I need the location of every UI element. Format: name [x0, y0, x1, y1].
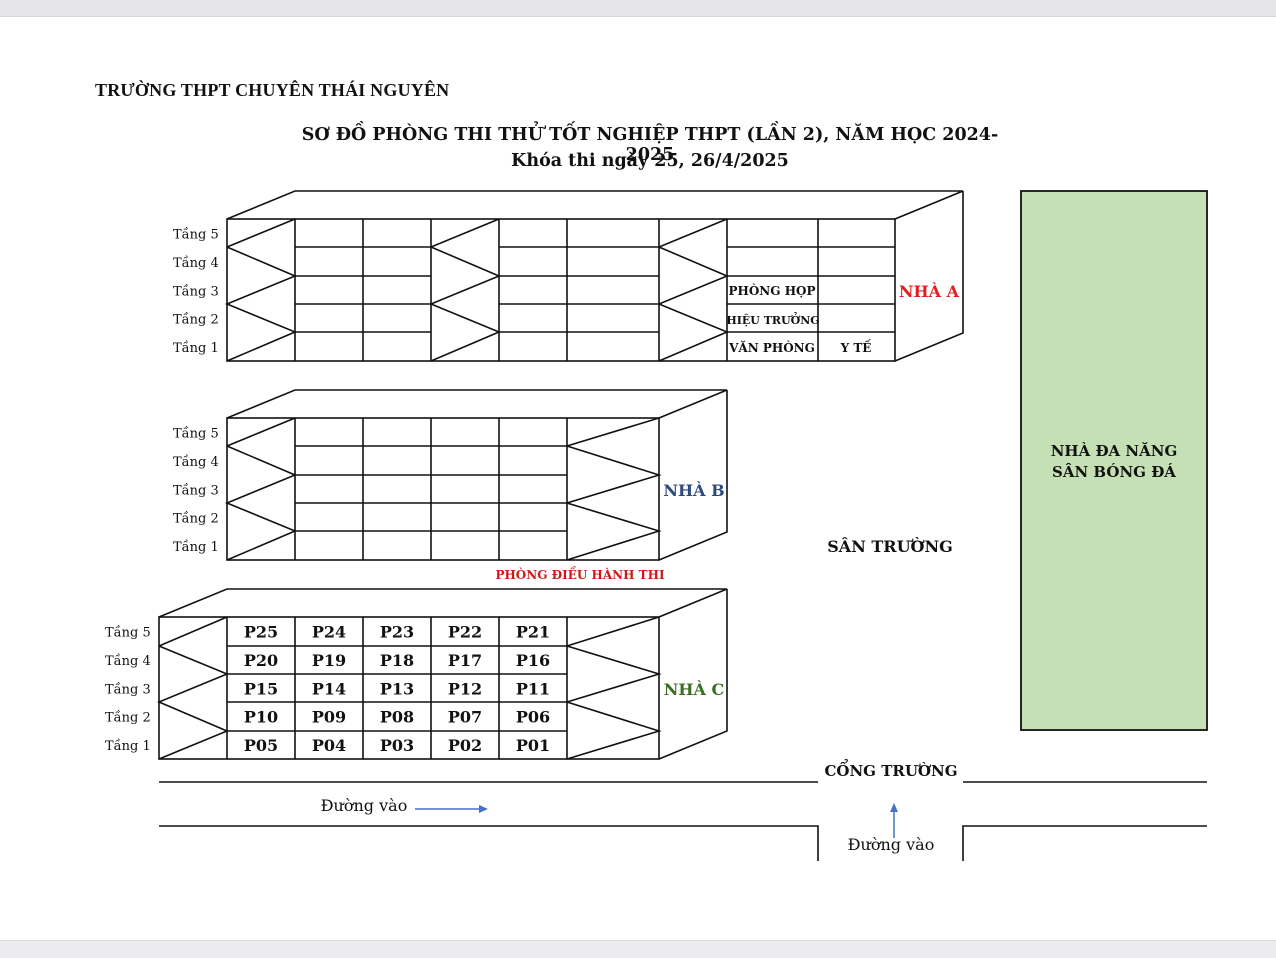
room-y-te: Y TẾ [840, 338, 872, 355]
exam-room: P01 [516, 736, 550, 755]
map-title: SƠ ĐỒ PHÒNG THI THỬ TỐT NGHIỆP THPT (LẦN… [301, 125, 999, 165]
floor-label: Tầng 3 [105, 681, 151, 697]
exam-room: P23 [380, 623, 414, 642]
exam-office-label: PHÒNG ĐIỀU HÀNH THI [495, 565, 665, 582]
room-phong-hop: PHÒNG HỌP [728, 282, 815, 298]
floor-label: Tầng 2 [105, 710, 151, 726]
floor-label: Tầng 4 [105, 653, 151, 669]
floor-label: Tầng 1 [105, 738, 151, 754]
floor-label: Tầng 1 [173, 539, 219, 555]
arrow-up-icon [890, 803, 898, 838]
floor-label: Tầng 2 [173, 312, 219, 328]
exam-room: P22 [448, 623, 482, 642]
floor-labels-a: Tầng 5 Tầng 4 Tầng 3 Tầng 2 Tầng 1 [173, 227, 219, 357]
exam-room: P15 [244, 679, 278, 698]
building-a [224, 190, 964, 362]
building-b-name: NHÀ B [663, 480, 724, 500]
exam-room: P02 [448, 736, 482, 755]
exam-room: P13 [380, 679, 414, 698]
exam-room: P18 [380, 651, 414, 670]
exam-room: P24 [312, 623, 346, 642]
exam-room: P16 [516, 651, 550, 670]
exam-room: P12 [448, 679, 482, 698]
football-field-label: SÂN BÓNG ĐÁ [1052, 463, 1176, 481]
floor-label: Tầng 4 [173, 454, 219, 470]
exam-room: P05 [244, 736, 278, 755]
building-b [224, 389, 728, 561]
room-hieu-truong: HIỆU TRƯỞNG [726, 312, 819, 327]
arrow-right-icon [415, 805, 488, 813]
building-c-name: NHÀ C [664, 679, 724, 699]
roads [159, 781, 1207, 861]
exam-room: P04 [312, 736, 346, 755]
room-van-phong: VĂN PHÒNG [728, 339, 815, 355]
multipurpose-hall [1020, 190, 1208, 731]
exam-room: P07 [448, 708, 482, 727]
exam-room: P19 [312, 651, 346, 670]
floor-label: Tầng 2 [173, 511, 219, 527]
floor-label: Tầng 4 [173, 255, 219, 271]
floor-label: Tầng 5 [105, 625, 151, 641]
exam-room: P10 [244, 708, 278, 727]
gate-entrance-label: Đường vào [848, 835, 935, 854]
floor-label: Tầng 5 [173, 227, 219, 243]
exam-room: P20 [244, 651, 278, 670]
exam-room: P11 [516, 679, 550, 698]
viewer-bottom-bar [0, 940, 1276, 958]
floor-labels-c: Tầng 5 Tầng 4 Tầng 3 Tầng 2 Tầng 1 [105, 625, 151, 755]
exam-room: P03 [380, 736, 414, 755]
exam-room: P09 [312, 708, 346, 727]
exam-room: P25 [244, 623, 278, 642]
multipurpose-hall-label: NHÀ ĐA NĂNG [1051, 442, 1178, 460]
school-name: TRƯỜNG THPT CHUYÊN THÁI NGUYÊN [95, 80, 450, 100]
exam-room: P08 [380, 708, 414, 727]
viewer-top-bar [0, 0, 1276, 17]
entrance-road-label: Đường vào [321, 796, 408, 815]
school-gate-label: CỔNG TRƯỜNG [824, 759, 957, 780]
floor-label: Tầng 3 [173, 482, 219, 498]
floor-label: Tầng 3 [173, 283, 219, 299]
floor-label: Tầng 5 [173, 426, 219, 442]
exam-room: P21 [516, 623, 550, 642]
floor-labels-b: Tầng 5 Tầng 4 Tầng 3 Tầng 2 Tầng 1 [173, 426, 219, 556]
building-a-name: NHÀ A [899, 281, 960, 301]
exam-room: P06 [516, 708, 550, 727]
exam-room: P14 [312, 679, 346, 698]
map-subtitle: Khóa thi ngày 25, 26/4/2025 [511, 151, 789, 171]
floor-label: Tầng 1 [173, 340, 219, 356]
building-c [156, 588, 728, 760]
schoolyard-label: SÂN TRƯỜNG [827, 536, 953, 556]
exam-room: P17 [448, 651, 482, 670]
